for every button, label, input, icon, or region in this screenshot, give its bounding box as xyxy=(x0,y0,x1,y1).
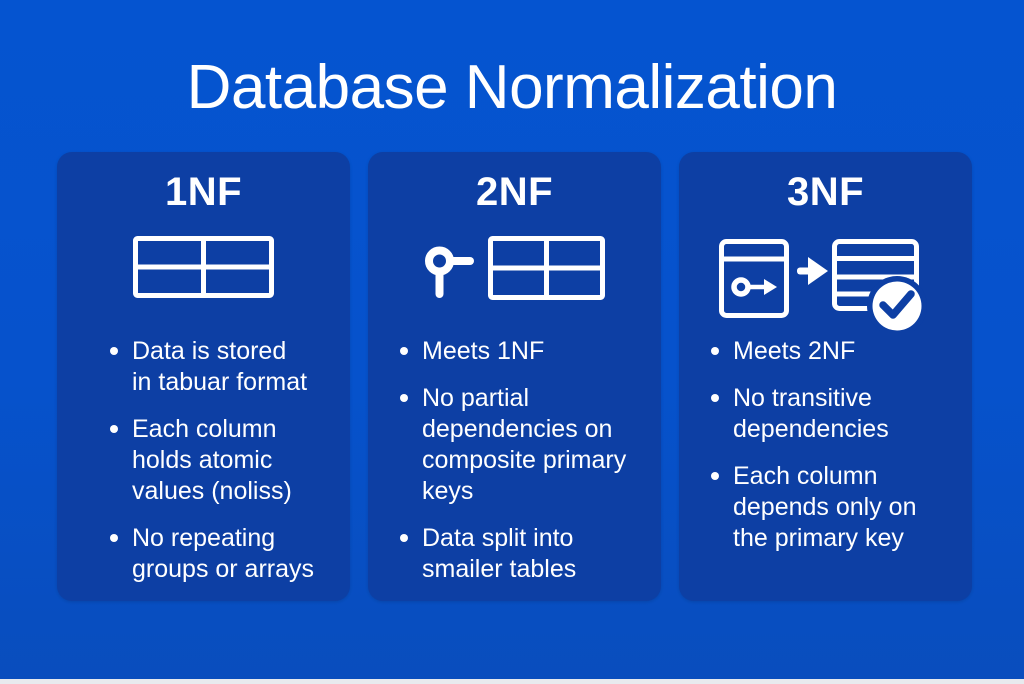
list-item: Data is stored in tabuar format xyxy=(110,336,342,398)
bullet-text: Data is stored in tabuar format xyxy=(132,337,308,396)
table-grid-icon xyxy=(133,236,274,298)
bullet-dot xyxy=(711,347,719,355)
bullet-dot xyxy=(110,425,118,433)
bullet-text: No partial dependencies on composite pri… xyxy=(422,384,627,505)
card-3nf: 3NF xyxy=(679,152,972,601)
card-2nf-bullet-list: Meets 1NF No partial dependencies on com… xyxy=(368,336,661,585)
arrow-right-icon xyxy=(796,257,828,285)
list-item: Each column depends only on the primary … xyxy=(711,461,964,554)
list-item: No transitive dependencies xyxy=(711,383,964,445)
bullet-dot xyxy=(110,347,118,355)
list-item: Data split into smailer tables xyxy=(400,523,653,585)
bullet-dot xyxy=(711,394,719,402)
card-1nf-bullet-list: Data is stored in tabuar format Each col… xyxy=(57,336,350,585)
bullet-text: Meets 2NF xyxy=(733,337,856,365)
list-item: Meets 2NF xyxy=(711,336,964,367)
card-1nf: 1NF Data is stored in tabuar format Each… xyxy=(57,152,350,601)
bullet-text: No repeating groups or arrays xyxy=(132,524,315,583)
checkmark-icon xyxy=(866,276,927,331)
card-3nf-heading: 3NF xyxy=(786,170,865,214)
bullet-dot xyxy=(400,394,408,402)
bullet-text: Each column depends only on the primary … xyxy=(733,462,917,552)
table-grid-icon xyxy=(57,236,350,336)
bullet-text: No transitive dependencies xyxy=(733,384,889,443)
key-table-arrow-check-icon xyxy=(718,239,927,331)
bullet-dot xyxy=(400,347,408,355)
bullet-dot xyxy=(400,534,408,542)
key-icon xyxy=(424,246,474,298)
key-and-table-icon xyxy=(368,236,661,336)
key-arrowhead xyxy=(763,279,777,295)
list-item: Meets 1NF xyxy=(400,336,653,367)
card-2nf-heading: 2NF xyxy=(475,170,554,214)
list-item: No partial dependencies on composite pri… xyxy=(400,383,653,507)
bullet-dot xyxy=(711,472,719,480)
card-2nf: 2NF Meets 1NF No partia xyxy=(368,152,661,601)
card-3nf-bullet-list: Meets 2NF No transitive dependencies Eac… xyxy=(679,336,972,554)
card-1nf-heading: 1NF xyxy=(164,170,243,214)
list-item: No repeating groups or arrays xyxy=(110,523,342,585)
bullet-dot xyxy=(110,534,118,542)
table-grid-icon xyxy=(487,236,605,300)
bullet-text: Each column holds atomic values (noliss) xyxy=(132,415,292,505)
bullet-text: Data split into smailer tables xyxy=(422,524,577,583)
key-and-table-icon xyxy=(424,236,605,300)
bottom-edge-strip xyxy=(0,679,1024,684)
bullet-text: Meets 1NF xyxy=(422,337,545,365)
key-table-icon xyxy=(718,239,789,318)
page-title: Database Normalization xyxy=(186,53,838,122)
cards-row: 1NF Data is stored in tabuar format Each… xyxy=(57,152,972,601)
list-item: Each column holds atomic values (noliss) xyxy=(110,414,342,507)
key-table-arrow-check-icon xyxy=(679,236,972,336)
